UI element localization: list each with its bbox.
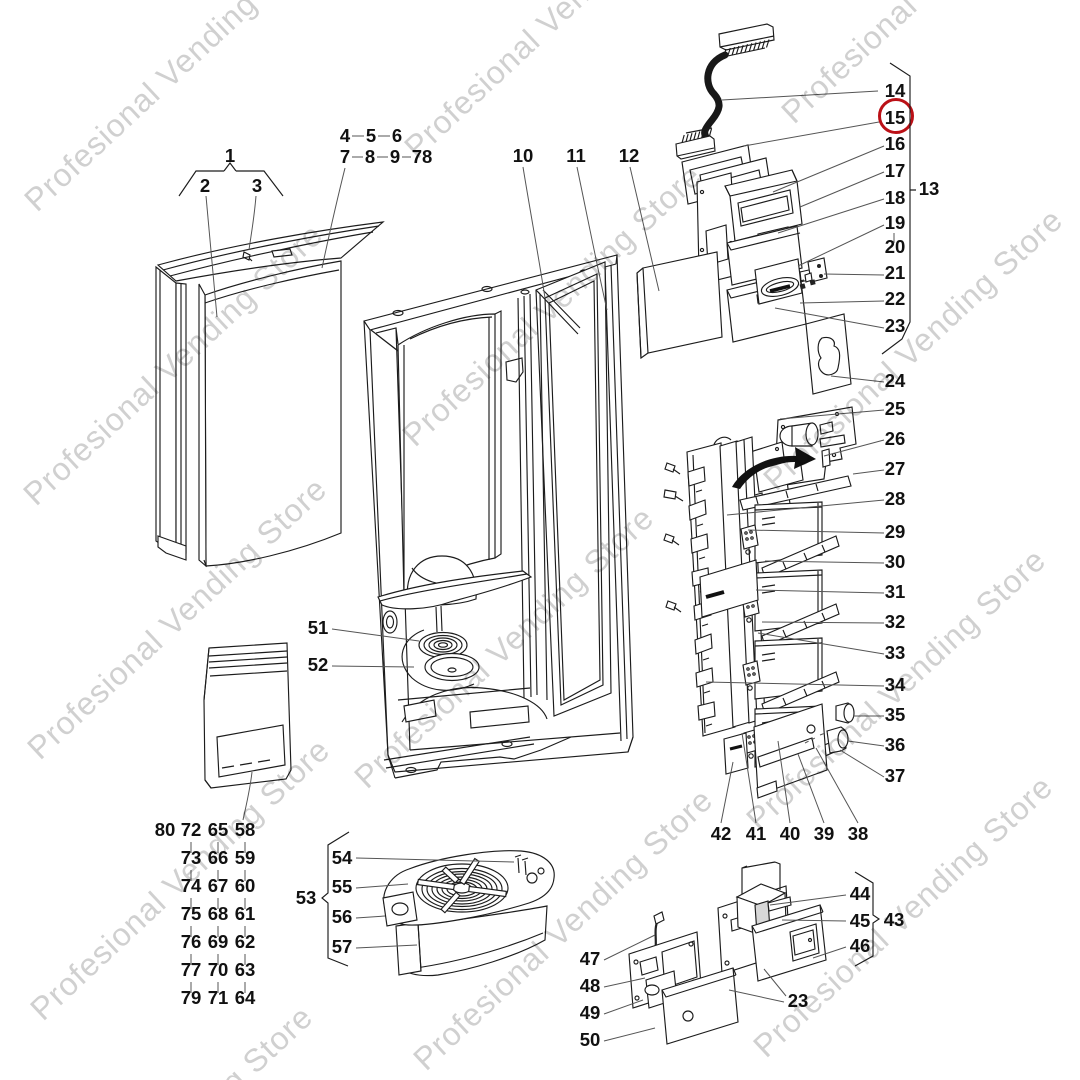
svg-text:54: 54 [332,847,353,868]
svg-text:48: 48 [580,975,601,996]
svg-text:70: 70 [208,959,229,980]
svg-text:75: 75 [181,903,202,924]
svg-text:43: 43 [884,909,905,930]
svg-text:23: 23 [788,990,809,1011]
svg-text:24: 24 [885,370,906,391]
svg-text:73: 73 [181,847,202,868]
svg-text:63: 63 [235,959,256,980]
svg-text:10: 10 [513,145,534,166]
svg-text:36: 36 [885,734,906,755]
svg-text:51: 51 [308,617,329,638]
svg-text:2: 2 [200,175,210,196]
svg-text:17: 17 [885,160,906,181]
svg-text:66: 66 [208,847,229,868]
svg-text:72: 72 [181,819,202,840]
svg-text:26: 26 [885,428,906,449]
svg-text:23: 23 [885,315,906,336]
svg-text:34: 34 [885,674,906,695]
svg-text:8: 8 [365,146,375,167]
svg-text:60: 60 [235,875,256,896]
svg-text:50: 50 [580,1029,601,1050]
svg-text:20: 20 [885,236,906,257]
svg-text:12: 12 [619,145,640,166]
svg-text:65: 65 [208,819,229,840]
svg-text:53: 53 [296,887,317,908]
svg-text:78: 78 [412,146,433,167]
svg-text:45: 45 [850,910,871,931]
svg-text:56: 56 [332,906,353,927]
svg-text:67: 67 [208,875,229,896]
svg-text:29: 29 [885,521,906,542]
svg-text:41: 41 [746,823,767,844]
svg-text:16: 16 [885,133,906,154]
svg-text:15: 15 [885,107,906,128]
svg-text:28: 28 [885,488,906,509]
svg-text:22: 22 [885,288,906,309]
svg-text:30: 30 [885,551,906,572]
svg-text:68: 68 [208,903,229,924]
svg-text:44: 44 [850,883,871,904]
svg-text:55: 55 [332,876,353,897]
svg-text:1: 1 [225,145,235,166]
svg-text:19: 19 [885,212,906,233]
svg-text:69: 69 [208,931,229,952]
svg-text:11: 11 [566,145,586,166]
svg-text:49: 49 [580,1002,601,1023]
svg-text:31: 31 [885,581,906,602]
svg-text:18: 18 [885,187,906,208]
svg-text:27: 27 [885,458,906,479]
svg-text:14: 14 [885,80,906,101]
svg-text:9: 9 [390,146,400,167]
svg-text:47: 47 [580,948,601,969]
svg-text:21: 21 [885,262,906,283]
svg-text:64: 64 [235,987,256,1008]
svg-text:7: 7 [340,146,350,167]
svg-text:6: 6 [392,125,402,146]
svg-text:33: 33 [885,642,906,663]
svg-text:52: 52 [308,654,329,675]
svg-text:25: 25 [885,398,906,419]
svg-text:39: 39 [814,823,835,844]
svg-text:76: 76 [181,931,202,952]
svg-text:58: 58 [235,819,256,840]
svg-text:71: 71 [208,987,229,1008]
svg-text:61: 61 [235,903,256,924]
svg-text:13: 13 [919,178,940,199]
svg-text:38: 38 [848,823,869,844]
svg-text:74: 74 [181,875,202,896]
svg-text:77: 77 [181,959,202,980]
svg-text:35: 35 [885,704,906,725]
svg-text:46: 46 [850,935,871,956]
svg-text:79: 79 [181,987,202,1008]
svg-text:40: 40 [780,823,801,844]
svg-text:32: 32 [885,611,906,632]
svg-text:3: 3 [252,175,262,196]
svg-text:42: 42 [711,823,732,844]
svg-text:80: 80 [155,819,176,840]
svg-text:59: 59 [235,847,256,868]
svg-text:5: 5 [366,125,376,146]
svg-text:57: 57 [332,936,353,957]
svg-text:62: 62 [235,931,256,952]
svg-text:4: 4 [340,125,351,146]
svg-text:37: 37 [885,765,906,786]
